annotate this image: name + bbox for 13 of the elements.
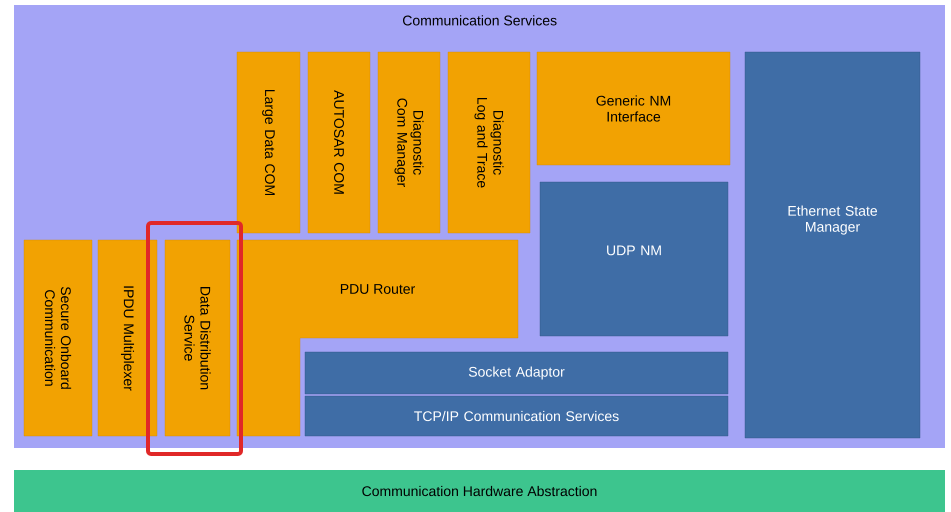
module-box: IPDU Multiplexer: [98, 240, 158, 436]
layer-band: Communication Hardware Abstraction: [14, 470, 945, 512]
module-box: Ethernet State Manager: [744, 52, 920, 438]
module-box: Socket Adaptor: [304, 352, 728, 394]
module-box: UDP NM: [540, 182, 728, 336]
module-box: Diagnostic Log and Trace: [448, 52, 530, 234]
module-box: Generic NM Interface: [536, 52, 730, 166]
module-box: Diagnostic Com Manager: [378, 52, 440, 234]
module-box: Large Data COM: [236, 52, 300, 234]
module-box: Secure Onboard Communication: [24, 240, 92, 436]
module-box: TCP/IP Communication Services: [304, 396, 728, 436]
module-box: Data Distribution Service: [164, 240, 230, 436]
module-box: AUTOSAR COM: [308, 52, 370, 234]
